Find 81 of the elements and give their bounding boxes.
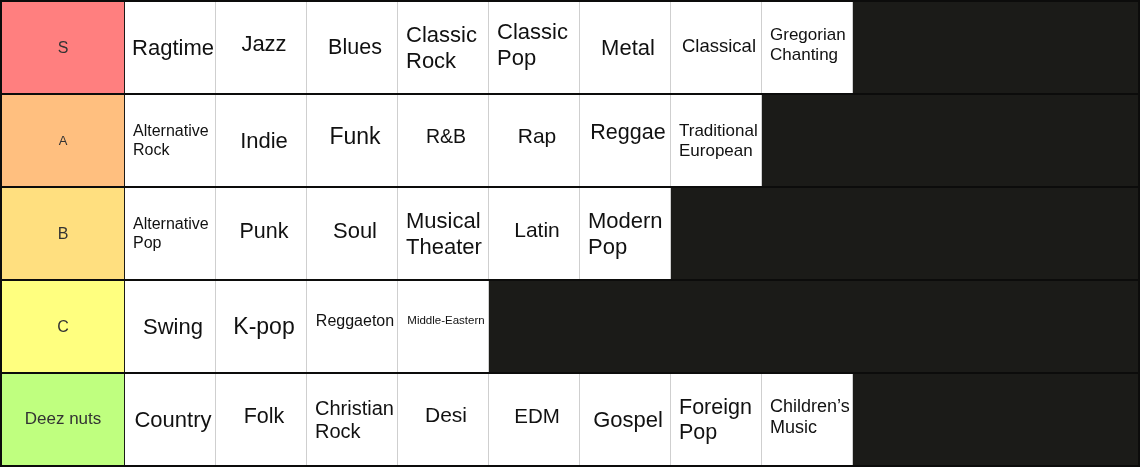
genre-name: Middle-Eastern [407,313,485,328]
genre-name: Country [134,406,212,433]
genre-name: Classic Pop [497,19,569,70]
item-tile [398,281,489,372]
genre-name: Ragtime [132,34,214,61]
genre-name: Reggae [590,120,666,145]
genre-name: Desi [425,403,467,428]
genre-name: Alternative Pop [133,215,210,252]
item-tile [398,95,489,186]
tier-name: Deez nuts [24,409,102,430]
genre-name: Alternative Rock [133,122,210,159]
tier-label-tile [2,374,124,465]
item-tile [580,2,671,93]
genre-name: Modern Pop [588,208,664,259]
item-tile [580,188,671,279]
genre-name: Classical [682,34,756,57]
tier-label-tile [2,2,124,93]
genre-name: EDM [514,403,560,428]
item-tile [216,188,307,279]
tier-name: C [57,316,69,337]
tier-label-tile [2,188,124,279]
item-tile [307,281,398,372]
tier-row [2,2,1138,93]
item-tile [489,95,580,186]
genre-name: Metal [601,34,655,61]
genre-name: R&B [425,125,467,148]
genre-name: Jazz [241,30,287,57]
genre-name: Funk [329,123,381,150]
tier-row [2,95,1138,186]
item-tile [762,374,853,465]
genre-name: Punk [239,219,289,244]
item-tile [398,374,489,465]
item-tile [489,2,580,93]
genre-name: Rap [517,124,557,149]
genre-name: Blues [328,35,382,60]
tier-row [2,374,1138,465]
item-tile [671,2,762,93]
genre-name: Latin [514,218,560,243]
item-tile [398,2,489,93]
genre-name: Traditional European [679,120,759,161]
item-tile [125,374,216,465]
tier-label-tile [2,281,124,372]
genre-name: Musical Theater [406,208,483,259]
item-tile [580,374,671,465]
genre-name: Folk [243,404,285,429]
item-tile [125,95,216,186]
tier-name: A [58,132,68,149]
item-tile [398,188,489,279]
item-tile [762,2,853,93]
genre-name: Gospel [593,406,663,433]
item-tile [216,95,307,186]
genre-name: Reggaeton [315,312,395,331]
item-tile [216,281,307,372]
item-tile [307,2,398,93]
item-tile [580,95,671,186]
tier-row [2,281,1138,372]
item-tile [671,374,762,465]
genre-name: Gregorian Chanting [770,24,847,65]
item-tile [489,374,580,465]
genre-name: Christian Rock [315,396,395,443]
item-tile [307,188,398,279]
item-tile [307,95,398,186]
item-tile [216,374,307,465]
item-tile [216,2,307,93]
genre-name: Foreign Pop [679,394,753,445]
genre-name: K-pop [233,313,295,340]
genre-name: Children’s Music [770,395,850,438]
item-tile [125,188,216,279]
genre-name: Soul [332,217,377,244]
tier-name: B [57,223,69,244]
item-tile [125,2,216,93]
genre-name: Indie [240,127,288,154]
genre-name: Swing [143,313,203,340]
item-tile [125,281,216,372]
tier-label-tile [2,95,124,186]
tier-name: S [57,37,69,58]
item-tile [307,374,398,465]
tier-row [2,188,1138,279]
item-tile [671,95,762,186]
genre-name: Classic Rock [406,22,478,73]
item-tile [489,188,580,279]
